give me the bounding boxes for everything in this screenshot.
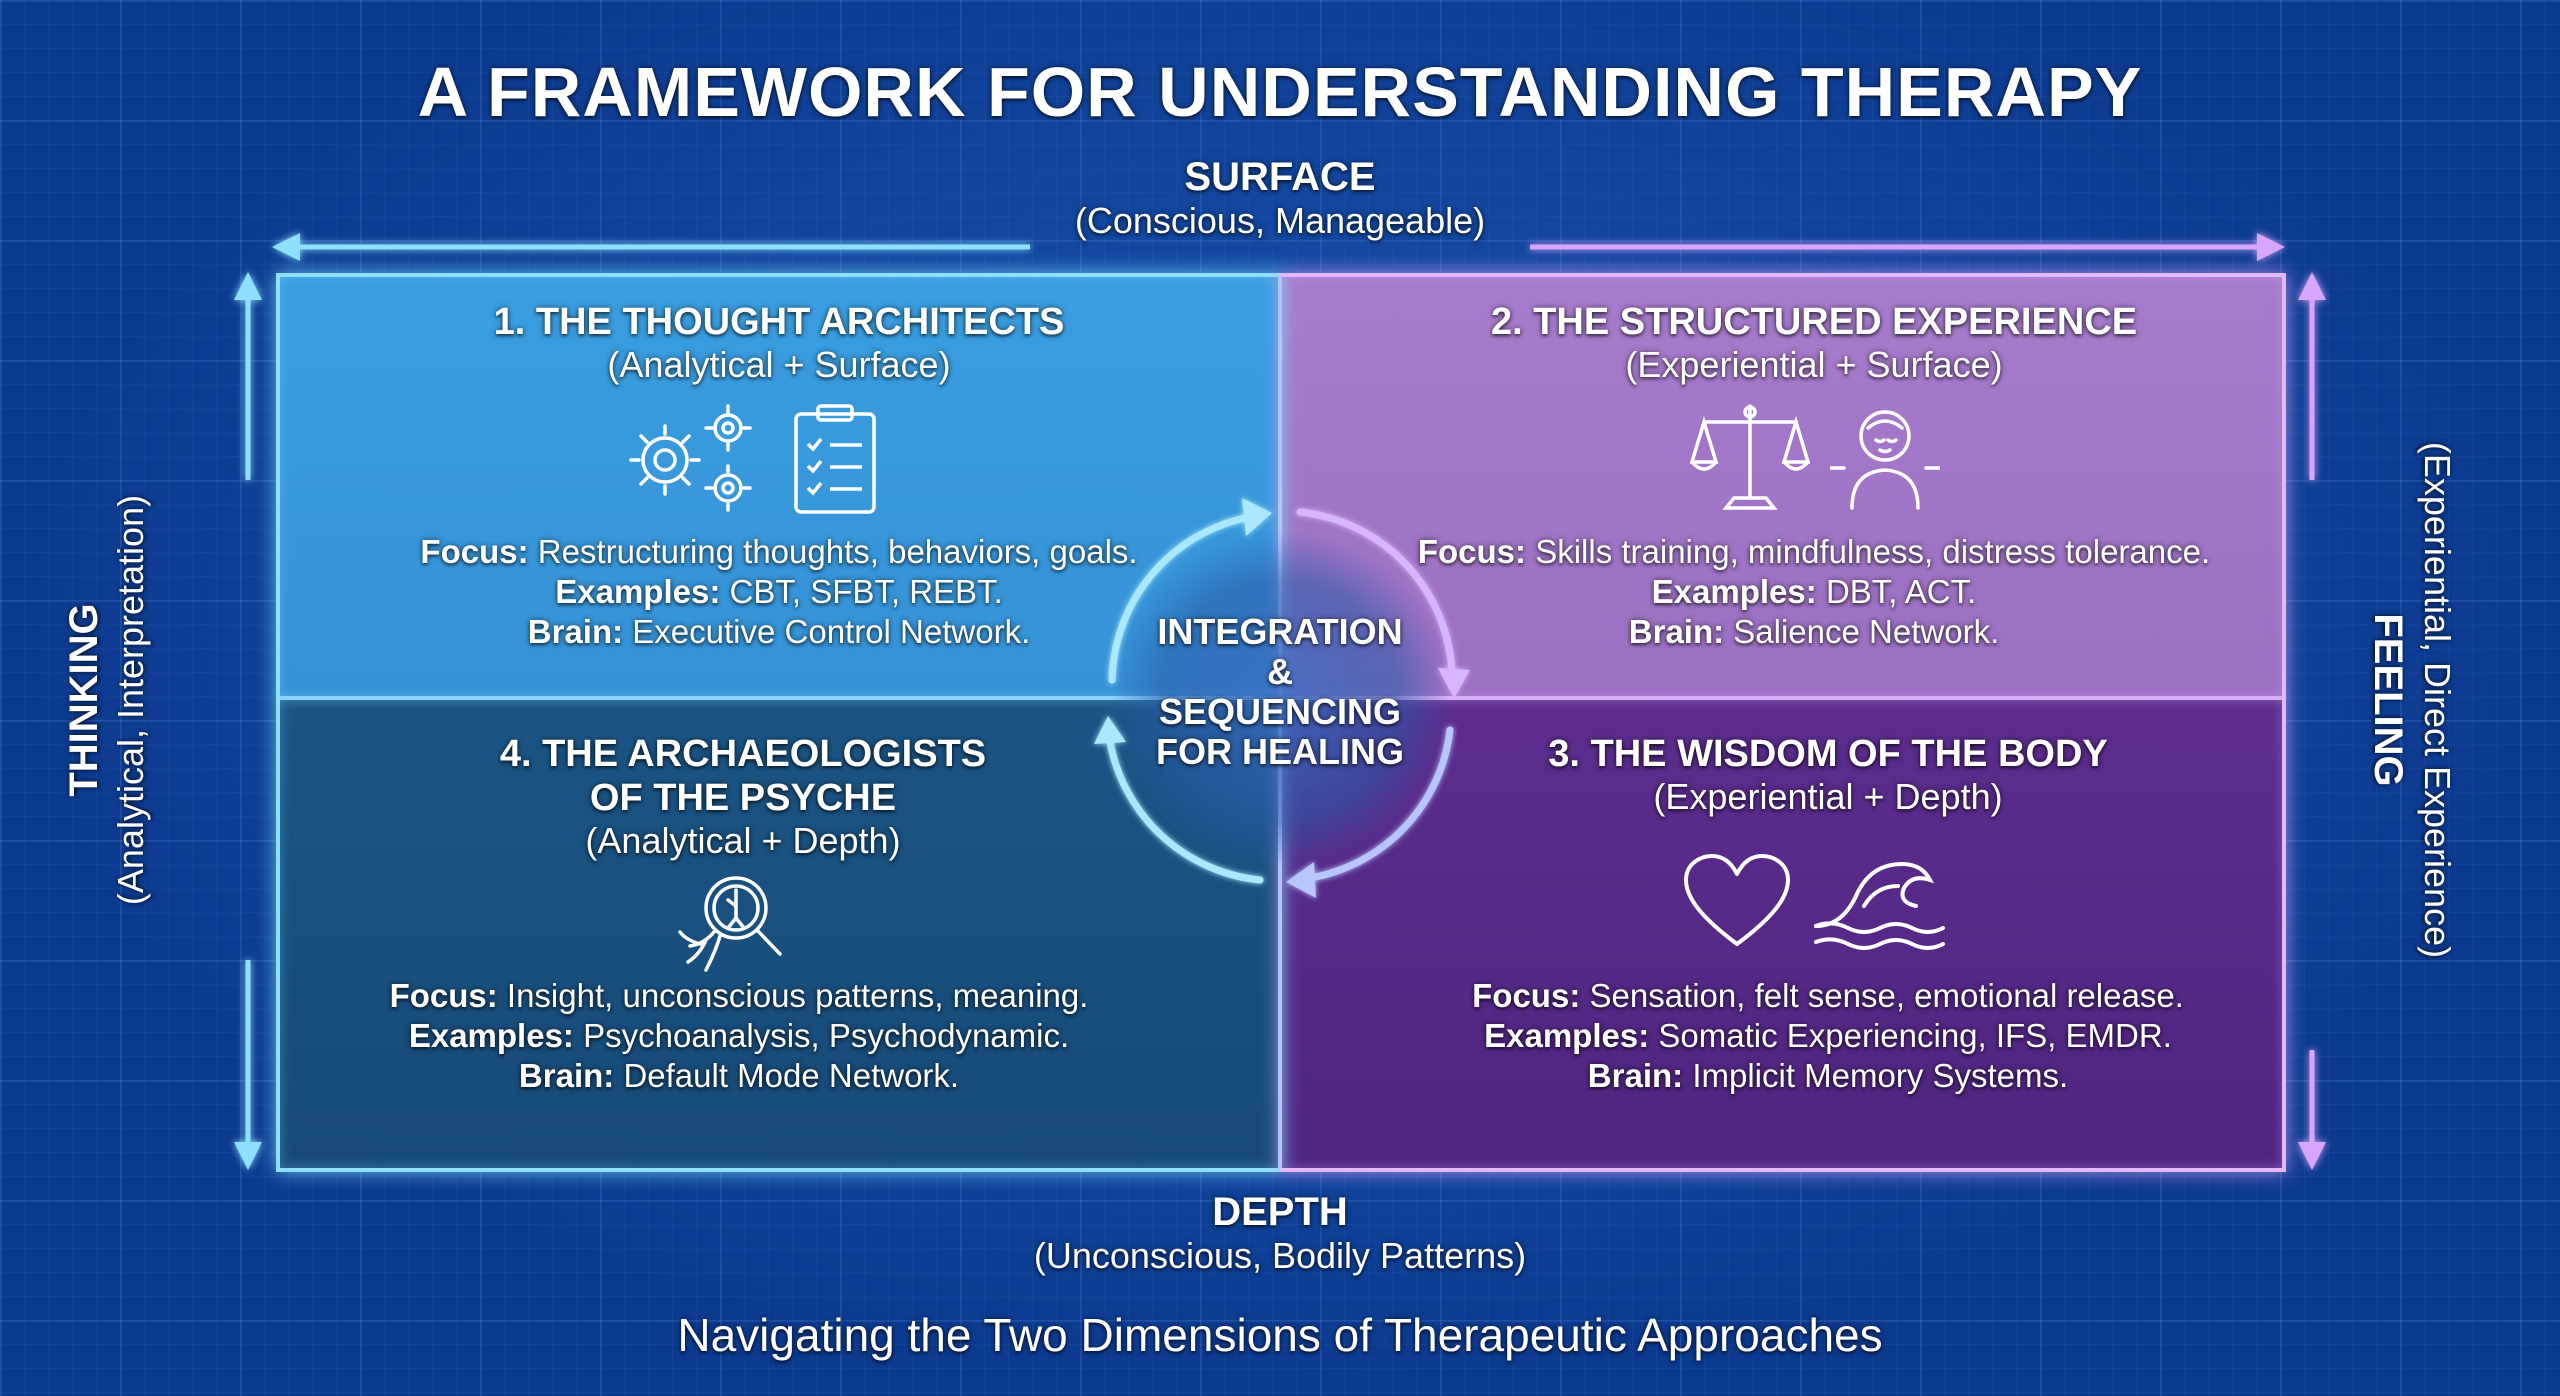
feeling-label: FEELING: [2366, 613, 2410, 787]
focus-line: Focus: Insight, unconscious patterns, me…: [238, 976, 1240, 1016]
brain-text: Executive Control Network.: [632, 613, 1031, 650]
focus-label: Focus:: [1417, 533, 1527, 570]
focus-label: Focus:: [420, 533, 529, 570]
heart-icon: [1684, 854, 1790, 946]
brain-label: Brain:: [518, 1057, 615, 1094]
divider: [278, 696, 1280, 700]
focus-line: Focus: Sensation, felt sense, emotional …: [1326, 976, 2330, 1016]
page-title: A FRAMEWORK FOR UNDERSTANDING THERAPY: [417, 53, 2143, 131]
ampersand-line: &: [1267, 651, 1293, 692]
brain-line: Brain: Default Mode Network.: [238, 1056, 1240, 1096]
surface-sublabel: (Conscious, Manageable): [1074, 200, 1486, 241]
sequencing-line: SEQUENCING: [1158, 691, 1402, 732]
brain-line: Brain: Executive Control Network.: [278, 612, 1280, 652]
thinking-sublabel: (Analytical, Interpretation): [110, 494, 151, 906]
integration-line: INTEGRATION: [1157, 611, 1403, 652]
quadrant-title: 2. THE STRUCTURED EXPERIENCE: [1490, 301, 2138, 343]
quadrant-subtitle: (Experiential + Depth): [1653, 776, 2003, 817]
quadrant-title-line1: 4. THE ARCHAEOLOGISTS: [499, 733, 987, 775]
brain-text: Default Mode Network.: [623, 1057, 960, 1094]
quadrant-3-details: Focus: Sensation, felt sense, emotional …: [1326, 976, 2330, 1096]
quadrant-1-bg: [278, 275, 1280, 698]
examples-line: Examples: Somatic Experiencing, IFS, EMD…: [1326, 1016, 2330, 1056]
thinking-label: THINKING: [62, 603, 106, 797]
scales-icon: [1690, 404, 1810, 510]
frame-left: [276, 273, 1282, 1172]
surface-arrow: [272, 233, 2285, 261]
depth-label: DEPTH: [1212, 1190, 1348, 1234]
focus-label: Focus:: [1472, 977, 1581, 1014]
focus-text: Restructuring thoughts, behaviors, goals…: [537, 533, 1138, 570]
brain-label: Brain:: [1587, 1057, 1684, 1094]
magnifier-roots-icon: [678, 876, 782, 972]
examples-label: Examples:: [1484, 1017, 1650, 1054]
examples-text: DBT, ACT.: [1825, 573, 1977, 610]
quadrant-3-bg: [1280, 698, 2284, 1170]
gears-icon: [629, 404, 752, 512]
brain-text: Salience Network.: [1733, 613, 2000, 650]
brain-label: Brain:: [1628, 613, 1725, 650]
quadrant-structured-experience: 2. THE STRUCTURED EXPERIENCE (Experienti…: [1312, 300, 2316, 386]
quadrant-subtitle: (Experiential + Surface): [1625, 344, 2003, 385]
divider: [1278, 275, 1282, 698]
brain-text: Implicit Memory Systems.: [1692, 1057, 2069, 1094]
surface-label: SURFACE: [1184, 155, 1376, 199]
focus-label: Focus:: [389, 977, 498, 1014]
feeling-sublabel: (Experiential, Direct Experience): [2417, 441, 2458, 959]
focus-text: Insight, unconscious patterns, meaning.: [506, 977, 1089, 1014]
brain-label: Brain:: [527, 613, 624, 650]
examples-line: Examples: Psychoanalysis, Psychodynamic.: [238, 1016, 1240, 1056]
quadrant-subtitle: (Analytical + Surface): [607, 344, 951, 385]
focus-line: Focus: Restructuring thoughts, behaviors…: [278, 532, 1280, 572]
quadrant-title: 1. THE THOUGHT ARCHITECTS: [493, 301, 1065, 343]
healing-line: FOR HEALING: [1156, 731, 1404, 772]
examples-line: Examples: CBT, SFBT, REBT.: [278, 572, 1280, 612]
frame-right: [1280, 273, 2286, 1172]
surface-axis-label: SURFACE (Conscious, Manageable): [0, 155, 2560, 242]
depth-axis-label: DEPTH (Unconscious, Bodily Patterns): [0, 1190, 2560, 1277]
focus-text: Sensation, felt sense, emotional release…: [1589, 977, 2184, 1014]
quadrant-title: 3. THE WISDOM OF THE BODY: [1548, 733, 2108, 775]
brain-line: Brain: Implicit Memory Systems.: [1326, 1056, 2330, 1096]
focus-text: Skills training, mindfulness, distress t…: [1535, 533, 2211, 570]
feeling-arrow: [2298, 272, 2326, 1170]
quadrant-2-bg: [1280, 275, 2284, 698]
checklist-icon: [794, 404, 876, 514]
quadrant-4-bg: [278, 698, 1280, 1170]
cycle-arrows-icon: [1094, 498, 1470, 898]
examples-text: Psychoanalysis, Psychodynamic.: [583, 1017, 1070, 1054]
quadrant-1-details: Focus: Restructuring thoughts, behaviors…: [278, 532, 1280, 652]
focus-line: Focus: Skills training, mindfulness, dis…: [1312, 532, 2316, 572]
page-subtitle: Navigating the Two Dimensions of Therape…: [677, 1309, 1883, 1361]
examples-label: Examples:: [1651, 573, 1817, 610]
quadrant-2-details: Focus: Skills training, mindfulness, dis…: [1312, 532, 2316, 652]
integration-label: INTEGRATION & SEQUENCING FOR HEALING: [1130, 612, 1430, 772]
examples-label: Examples:: [408, 1017, 574, 1054]
quadrant-archaeologists: 4. THE ARCHAEOLOGISTS OF THE PSYCHE (Ana…: [242, 732, 1244, 862]
divider: [1278, 698, 1282, 1170]
quadrant-wisdom-of-body: 3. THE WISDOM OF THE BODY (Experiential …: [1326, 732, 2330, 818]
quadrant-4-details: Focus: Insight, unconscious patterns, me…: [238, 976, 1240, 1096]
divider: [1280, 696, 2284, 700]
examples-text: CBT, SFBT, REBT.: [729, 573, 1003, 610]
brain-line: Brain: Salience Network.: [1312, 612, 2316, 652]
quadrant-title-line2: OF THE PSYCHE: [589, 777, 897, 819]
examples-line: Examples: DBT, ACT.: [1312, 572, 2316, 612]
examples-text: Somatic Experiencing, IFS, EMDR.: [1658, 1017, 2172, 1054]
meditating-person-icon: [1830, 410, 1940, 510]
quadrant-subtitle: (Analytical + Depth): [585, 820, 901, 861]
wave-icon: [1814, 861, 1945, 950]
thinking-arrow: [234, 272, 262, 1170]
depth-sublabel: (Unconscious, Bodily Patterns): [1033, 1235, 1527, 1276]
quadrant-thought-architects: 1. THE THOUGHT ARCHITECTS (Analytical + …: [278, 300, 1280, 386]
examples-label: Examples:: [555, 573, 721, 610]
